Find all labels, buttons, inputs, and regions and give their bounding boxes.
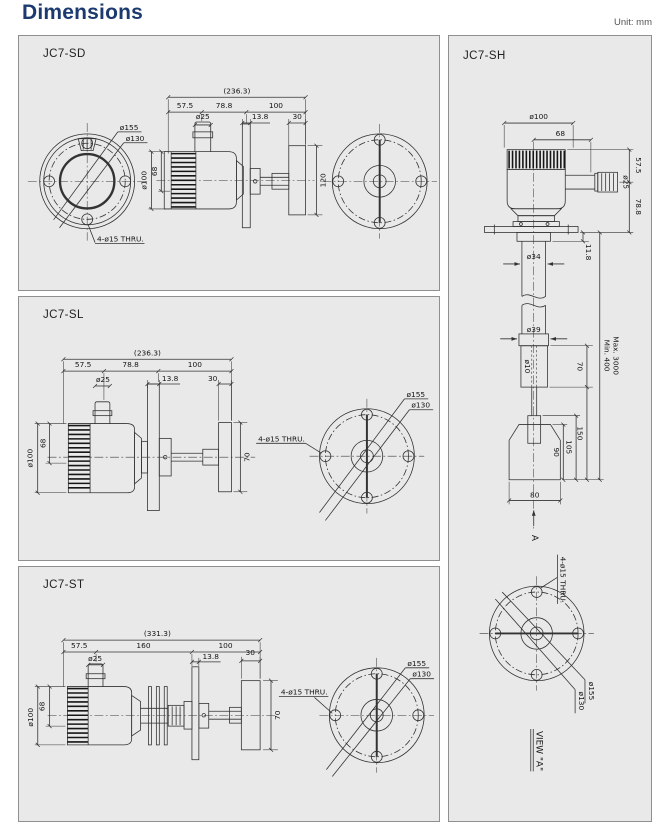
panel-jc7-sh: JC7-SH (448, 35, 652, 822)
dim-label: 57.5 (75, 360, 92, 369)
dim-label: (331.3) (144, 629, 171, 638)
panel-jc7-sl: JC7-SL (18, 296, 440, 561)
dim-label: 13.8 (162, 374, 179, 383)
dim-label: 4-ø15 THRU. (281, 687, 328, 696)
panel-title-sl: JC7-SL (43, 309, 84, 321)
panel-jc7-st: JC7-ST (18, 566, 440, 822)
dim-label: 13.8 (202, 652, 219, 661)
panel-title-sh: JC7-SH (463, 50, 506, 62)
dim-label: ø130 (412, 670, 431, 679)
sd-rear-flange-view (321, 123, 438, 239)
sd-side-view (156, 121, 315, 229)
dim-label: 70 (576, 362, 585, 372)
panel-title-st: JC7-ST (43, 579, 85, 591)
st-dimension-lines (34, 637, 278, 753)
dim-label: 68 (150, 166, 159, 176)
dim-label: 90 (552, 447, 561, 457)
dim-label: ø25 (196, 112, 210, 121)
st-side-view (47, 663, 275, 761)
sh-bottom-flange-view (479, 554, 595, 772)
dim-label: Min. 400 (603, 340, 612, 372)
dim-label: 57.5 (634, 157, 643, 174)
dim-label: 4-ø15 THRU. (258, 434, 305, 443)
dim-label: 100 (188, 360, 202, 369)
dim-label: 57.5 (177, 101, 194, 110)
dim-label: ø10 (523, 359, 532, 373)
dim-label: 4-ø15 THRU. (97, 235, 144, 244)
dim-label: (236.3) (134, 348, 161, 357)
jc7-sd-drawing: (236.3) 57.5 78.8 100 ø25 13.8 30 68 ø10… (27, 86, 438, 244)
dim-label: 80 (530, 490, 540, 499)
sl-side-view (47, 383, 256, 511)
dim-label: 150 (576, 426, 585, 440)
dim-label: ø155 (587, 682, 596, 701)
dim-label: (236.3) (223, 86, 250, 95)
st-dim-labels: (331.3) 57.5 160 100 ø25 13.8 30 68 ø100… (26, 629, 431, 726)
sh-unit-view (484, 141, 618, 530)
dim-label: Max. 3000 (612, 336, 621, 375)
sh-dimension-lines (500, 120, 634, 527)
sl-flange-view (256, 398, 434, 521)
dim-label: ø130 (411, 401, 430, 410)
dim-label: 68 (39, 438, 48, 448)
sd-dim-labels: (236.3) 57.5 78.8 100 ø25 13.8 30 68 ø10… (97, 86, 327, 243)
dim-label: ø25 (88, 654, 102, 663)
page-title: Dimensions (22, 1, 144, 24)
dim-label: ø100 (529, 112, 548, 121)
dim-label: 120 (318, 173, 327, 187)
dim-label: 68 (556, 129, 566, 138)
dim-label: ø130 (577, 692, 586, 711)
dim-label: ø100 (26, 708, 35, 727)
dim-label: ø155 (120, 123, 139, 132)
dim-label: ø155 (407, 659, 426, 668)
dim-label: ø25 (96, 375, 110, 384)
dim-label: 100 (218, 641, 232, 650)
dim-label: ø100 (26, 449, 35, 468)
dim-label: 30 (292, 112, 302, 121)
sd-front-view (27, 122, 148, 244)
view-arrow-label: A (529, 535, 539, 541)
sl-dim-labels: (236.3) 57.5 78.8 100 ø25 13.8 30 68 ø10… (26, 348, 431, 467)
jc7-sl-drawing: (236.3) 57.5 78.8 100 ø25 13.8 30 68 ø10… (26, 348, 434, 521)
dim-label: 78.8 (634, 199, 643, 216)
dim-label: 11.8 (584, 244, 593, 261)
unit-note: Unit: mm (614, 17, 652, 28)
jc7-st-drawing: (331.3) 57.5 160 100 ø25 13.8 30 68 ø100… (26, 629, 435, 777)
dim-label: 13.8 (252, 112, 269, 121)
sh-dim-labels: ø100 68 57.5 ø25 78.8 11.8 ø34 ø39 ø10 7… (523, 112, 643, 771)
dim-label: 4-ø15 THRU. (558, 557, 567, 604)
sd-dimension-lines (148, 95, 323, 218)
panel-jc7-sd: JC7-SD (18, 35, 440, 291)
dim-label: 68 (38, 701, 47, 711)
dim-label: ø39 (527, 325, 541, 334)
dim-label: ø155 (406, 390, 425, 399)
dim-label: 78.8 (122, 360, 139, 369)
dim-label: 105 (565, 440, 574, 454)
dim-label: ø130 (126, 134, 145, 143)
dim-label: ø34 (527, 252, 541, 261)
view-a-label: VIEW "A" (534, 731, 544, 771)
dim-label: 78.8 (216, 101, 233, 110)
dim-label: 70 (273, 710, 282, 720)
dim-label: 160 (136, 641, 150, 650)
sl-dimension-lines (34, 357, 248, 495)
jc7-sh-drawing: ø100 68 57.5 ø25 78.8 11.8 ø34 ø39 ø10 7… (479, 112, 643, 772)
dim-label: 100 (269, 101, 283, 110)
dim-label: ø100 (139, 171, 148, 190)
dim-label: 57.5 (71, 641, 88, 650)
panel-title-sd: JC7-SD (43, 48, 86, 60)
st-flange-view (278, 657, 435, 777)
dim-label: 30 (246, 648, 256, 657)
dim-label: 70 (242, 452, 251, 462)
dim-label: 30 (208, 374, 218, 383)
dim-label: ø25 (621, 175, 630, 189)
